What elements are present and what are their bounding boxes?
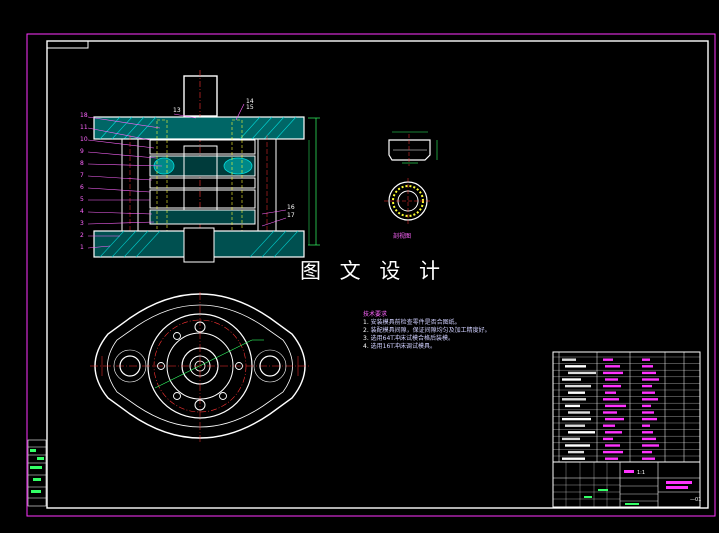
parts-row-name (568, 411, 590, 414)
parts-row-note (642, 378, 659, 381)
parts-row-name (568, 371, 596, 375)
callout-number: 18 (80, 112, 88, 119)
parts-row-name (565, 384, 591, 388)
callout-number: 4 (80, 208, 84, 215)
parts-row-material (605, 378, 618, 381)
technical-notes: 技术要求 1. 安装模具前检查零件是否合图纸。2. 装配模具间隙，保证间隙均匀及… (363, 311, 491, 351)
parts-row-note (642, 431, 653, 434)
parts-row-material (603, 371, 623, 375)
parts-row-material (603, 450, 623, 454)
part-top-view (384, 178, 432, 224)
parts-row-material (603, 437, 613, 441)
parts-row-name (568, 391, 585, 394)
parts-row-note (642, 424, 650, 427)
callout-number: 5 (80, 196, 84, 203)
callout-number: 9 (80, 148, 84, 155)
parts-row-note (642, 358, 650, 361)
technical-note-text: 装配模具间隙，保证间隙均匀及加工精度好。 (370, 327, 491, 334)
callout-number: 8 (80, 160, 84, 167)
callout-number: 2 (80, 232, 84, 239)
callout-number: 17 (287, 212, 295, 219)
parts-row-name (562, 417, 591, 421)
technical-note-line: 1. 安装模具前检查零件是否合图纸。 (363, 319, 491, 327)
parts-row-name (565, 365, 586, 368)
parts-row-name (568, 450, 584, 454)
parts-row-name (562, 437, 580, 441)
parts-row-note (642, 365, 653, 368)
parts-row-note (642, 450, 652, 454)
upper-die-plate (93, 116, 305, 140)
code-box (46, 40, 89, 49)
technical-note-line: 2. 装配模具间隙，保证间隙均匀及加工精度好。 (363, 327, 491, 335)
technical-note-number: 3. (363, 335, 371, 342)
callout-number: 14 (246, 98, 254, 105)
technical-note-line: 4. 选用16T冲床调试模具。 (363, 343, 491, 351)
callout-number: 10 (80, 136, 88, 143)
parts-row-note (642, 391, 655, 394)
callout-number: 13 (173, 107, 181, 114)
title-block (552, 461, 701, 508)
parts-row-note (642, 417, 657, 421)
parts-row-note (642, 457, 655, 460)
parts-row-material (605, 444, 620, 447)
parts-row-name (562, 378, 581, 381)
technical-note-number: 1. (363, 319, 371, 326)
inner-border (46, 40, 709, 509)
parts-row-material (603, 411, 617, 414)
technical-note-number: 2. (363, 327, 371, 334)
punch-shank (183, 75, 218, 117)
scale-text: 1:1 (637, 470, 646, 476)
parts-row-note (642, 384, 652, 388)
parts-row-note (642, 444, 659, 447)
technical-note-line: 3. 选用64T冲床试模合格后装模。 (363, 335, 491, 343)
parts-row-name (565, 424, 585, 427)
callout-number: 15 (246, 104, 254, 111)
parts-row-name (562, 398, 586, 401)
part-section-view (388, 131, 438, 166)
callout-number: 7 (80, 172, 84, 179)
parts-row-note (642, 437, 656, 441)
technical-notes-title: 技术要求 (363, 311, 388, 318)
parts-row-name (565, 444, 590, 447)
technical-note-text: 安装模具前检查零件是否合图纸。 (370, 319, 461, 326)
callout-number: 6 (80, 184, 84, 191)
parts-row-name (568, 431, 595, 434)
section-view-label: 剖视图 (393, 233, 412, 240)
callout-number: 1 (80, 244, 84, 251)
parts-row-note (642, 404, 651, 408)
parts-row-material (605, 431, 622, 434)
parts-row-material (605, 391, 616, 394)
parts-row-name (565, 404, 580, 408)
main-section-view (87, 70, 320, 263)
callout-number: 11 (80, 124, 88, 131)
parts-row-material (603, 384, 621, 388)
parts-row-material (603, 398, 619, 401)
parts-row-name (562, 358, 576, 361)
parts-row-note (642, 411, 654, 414)
outer-frame (26, 33, 716, 517)
parts-row-material (605, 417, 624, 421)
parts-row-material (605, 457, 618, 460)
parts-row-name (562, 457, 585, 460)
callout-number: 16 (287, 204, 295, 211)
parts-row-material (603, 424, 615, 427)
parts-row-note (642, 398, 658, 401)
sheet-code-text: —01 (690, 497, 702, 503)
callout-number: 3 (80, 220, 84, 227)
parts-row-material (605, 404, 626, 408)
parts-row-note (642, 371, 656, 375)
technical-note-number: 4. (363, 343, 371, 350)
plan-view (90, 292, 310, 442)
parts-row-material (603, 358, 613, 361)
watermark-text: 图 文 设 计 (300, 259, 447, 283)
parts-row-material (605, 365, 620, 368)
side-strip (27, 439, 47, 507)
technical-note-text: 选用16T冲床调试模具。 (370, 343, 436, 350)
technical-note-text: 选用64T冲床试模合格后装模。 (370, 335, 454, 342)
